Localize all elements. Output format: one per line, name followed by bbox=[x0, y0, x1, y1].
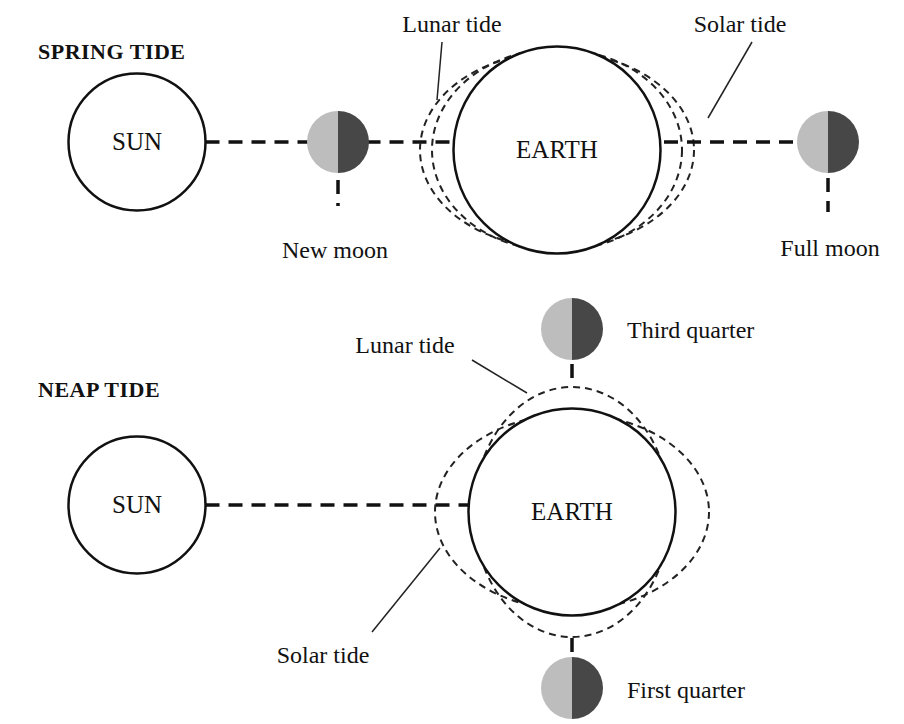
alignment-line bbox=[206, 503, 469, 507]
moon-dark-half bbox=[572, 298, 603, 360]
tide-label: Lunar tide bbox=[355, 332, 454, 358]
earth-circle: EARTH bbox=[467, 407, 677, 617]
earth-circle: EARTH bbox=[452, 45, 662, 255]
moon-tick bbox=[826, 178, 830, 212]
node-text: EARTH bbox=[531, 498, 613, 526]
node-text: EARTH bbox=[516, 136, 598, 164]
moon-phase-label: New moon bbox=[282, 237, 388, 263]
moon-tick bbox=[570, 364, 574, 386]
node-text: SUN bbox=[112, 491, 162, 519]
moon-tick bbox=[570, 638, 574, 656]
moon-dark-half bbox=[828, 111, 859, 173]
tide-label: Solar tide bbox=[277, 642, 370, 668]
moon-phase-label: Full moon bbox=[780, 235, 879, 261]
moon-tick bbox=[336, 180, 340, 206]
sun-circle: SUN bbox=[67, 435, 207, 575]
moon-lit-half bbox=[541, 657, 572, 719]
leader-line bbox=[372, 548, 440, 632]
sun-circle: SUN bbox=[67, 72, 207, 212]
moon-lit-half bbox=[797, 111, 828, 173]
moon-lit-half bbox=[307, 111, 338, 173]
moon-phase-label: Third quarter bbox=[627, 317, 754, 343]
tide-label: Lunar tide bbox=[402, 11, 501, 37]
tide-label: Solar tide bbox=[694, 11, 787, 37]
moon-phase-label: First quarter bbox=[627, 677, 745, 703]
section-heading: NEAP TIDE bbox=[38, 378, 160, 402]
section-heading: SPRING TIDE bbox=[38, 40, 186, 64]
alignment-line bbox=[664, 140, 796, 144]
leader-line bbox=[708, 42, 752, 118]
moon-dark-half bbox=[338, 111, 369, 173]
moon-dark-half bbox=[572, 657, 603, 719]
leader-line bbox=[472, 360, 527, 393]
leader-line bbox=[437, 42, 442, 100]
node-text: SUN bbox=[112, 128, 162, 156]
moon-lit-half bbox=[541, 298, 572, 360]
